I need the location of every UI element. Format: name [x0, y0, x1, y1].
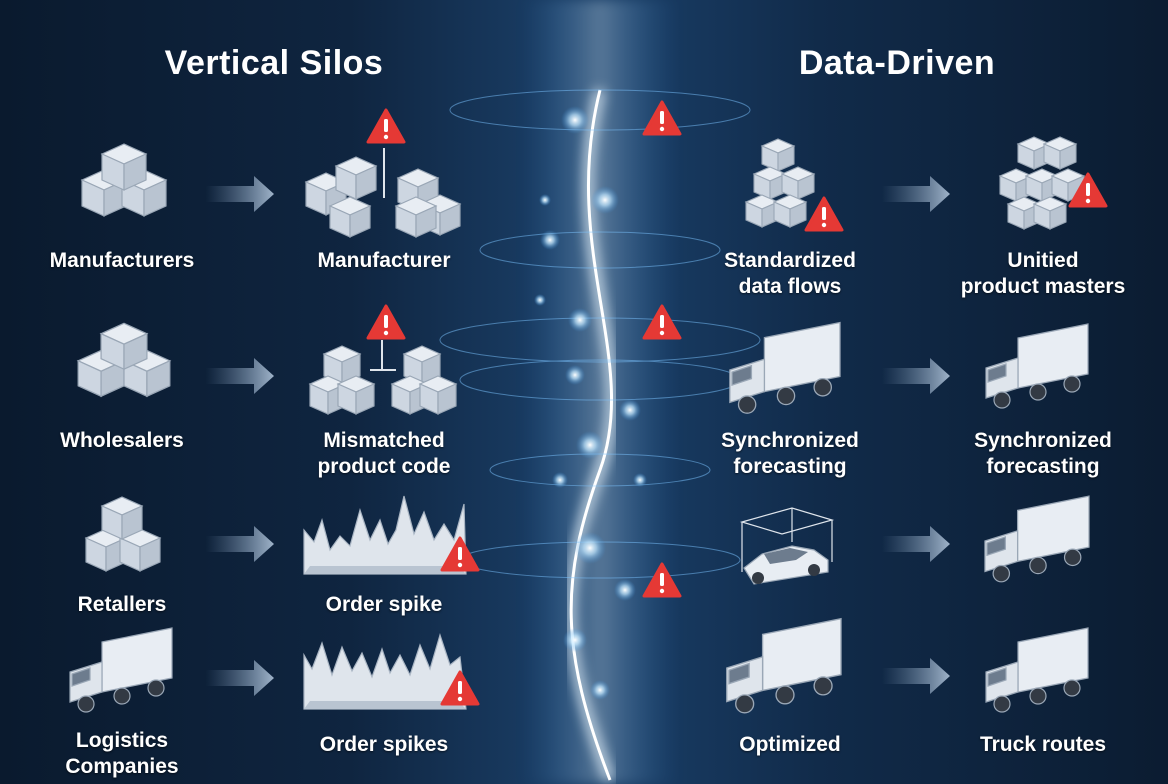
boxes-icon	[76, 322, 172, 398]
label-synchronized-forecasting-result: Synchronized forecasting	[974, 429, 1112, 478]
warning-icon	[440, 670, 480, 706]
warning-icon	[366, 108, 406, 144]
warning-icon	[642, 100, 682, 136]
label-retailers: Retallers	[77, 593, 167, 616]
truck-icon	[985, 323, 1089, 409]
order-spikes-chart-icon	[303, 632, 467, 710]
label-mismatched-product-code: Mismatched product code	[317, 429, 451, 478]
label-manufacturer: Manufacturer	[317, 249, 451, 272]
label-wholesalers: Wholesalers	[60, 429, 184, 452]
car-icon	[739, 507, 835, 585]
arrow-right-icon	[206, 526, 274, 562]
warning-icon	[1068, 172, 1108, 208]
boxes-icon	[84, 496, 162, 572]
left-title: Vertical Silos	[164, 44, 384, 82]
arrow-right-icon	[206, 358, 274, 394]
boxes-icon	[304, 148, 462, 238]
warning-icon	[804, 196, 844, 232]
arrow-right-icon	[882, 658, 950, 694]
boxes-icon	[80, 143, 168, 217]
order-spike-chart-icon	[303, 495, 467, 575]
label-order-spike: Order spike	[325, 593, 443, 616]
warning-icon	[642, 562, 682, 598]
arrow-right-icon	[206, 176, 274, 212]
right-title: Data-Driven	[798, 44, 996, 82]
warning-icon	[440, 536, 480, 572]
arrow-right-icon	[206, 660, 274, 696]
boxes-icon	[744, 138, 816, 228]
truck-icon	[729, 321, 841, 414]
truck-icon	[69, 627, 173, 713]
label-truck-routes: Truck routes	[979, 733, 1107, 756]
label-logistics-companies: Logistics Companies	[65, 729, 179, 778]
arrow-right-icon	[882, 526, 950, 562]
boxes-icon	[998, 136, 1086, 230]
warning-icon	[642, 304, 682, 340]
label-unified-product-masters: Unitied product masters	[960, 249, 1126, 298]
truck-icon	[984, 495, 1090, 583]
boxes-icon	[308, 340, 458, 415]
arrow-right-icon	[882, 176, 950, 212]
warning-icon	[366, 304, 406, 340]
label-manufacturers: Manufacturers	[49, 249, 195, 272]
label-order-spikes: Order spikes	[319, 733, 449, 756]
truck-icon	[726, 617, 842, 714]
label-synchronized-forecasting: Synchronized forecasting	[721, 429, 859, 478]
label-standardized-data-flows: Standardized data flows	[724, 249, 856, 298]
truck-icon	[985, 627, 1089, 713]
label-optimized: Optimized	[739, 733, 841, 756]
arrow-right-icon	[882, 358, 950, 394]
